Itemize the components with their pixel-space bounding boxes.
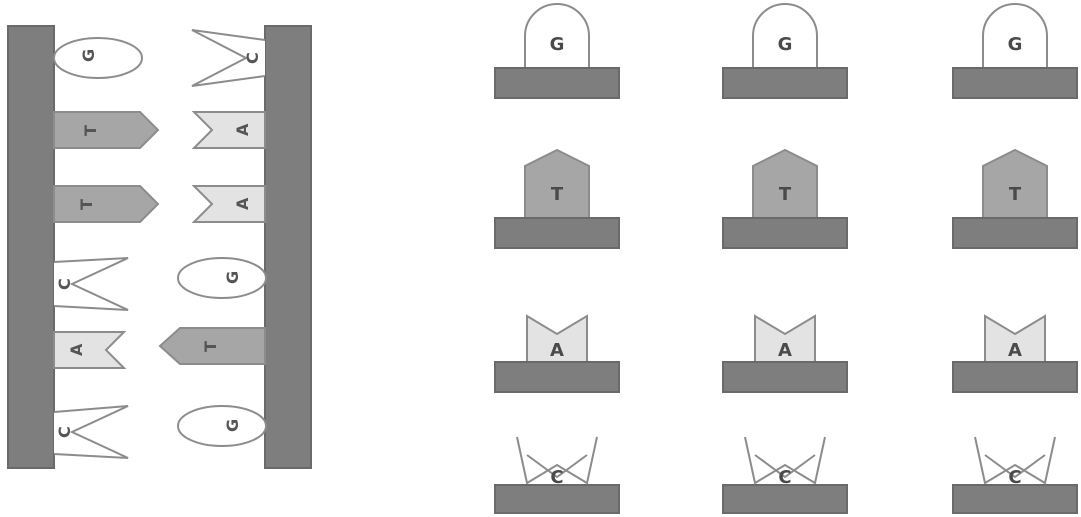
sugar-backbone-block [953, 362, 1077, 392]
sugar-backbone-block [495, 68, 619, 98]
nucleotide-t: T [495, 150, 619, 248]
sugar-backbone-block [953, 68, 1077, 98]
duplex-pair-1: G C [54, 30, 265, 86]
base-label: G [1008, 34, 1023, 55]
nucleotide-a: A [723, 316, 847, 392]
left-base-t [54, 186, 158, 222]
duplex-pair-6: C G [54, 406, 266, 458]
nucleotide-a: A [495, 316, 619, 392]
duplex-pair-4: C G [54, 258, 266, 310]
nucleotide-g: G [953, 4, 1077, 98]
sugar-backbone-block [953, 485, 1077, 513]
sugar-backbone-block [723, 362, 847, 392]
right-base-a [194, 112, 265, 148]
duplex-pair-5: A T [54, 328, 265, 368]
right-base-g [178, 258, 266, 298]
right-base-a [194, 186, 265, 222]
nucleotide-c: C [953, 437, 1077, 513]
base-label: T [551, 184, 564, 205]
left-base-a [54, 332, 124, 368]
left-base-a-label: A [67, 343, 86, 356]
left-base-t-label: T [77, 199, 96, 210]
right-base-a-label: A [233, 123, 252, 136]
right-base-t-label: T [201, 341, 220, 352]
base-label: A [550, 340, 564, 361]
nucleotide-g: G [723, 4, 847, 98]
right-base-a-label: A [233, 197, 252, 210]
sugar-backbone-block [723, 218, 847, 248]
left-base-c-label: C [55, 426, 74, 438]
base-label: C [778, 467, 791, 488]
right-backbone [265, 26, 311, 468]
dna-duplex: G C T A T A C G A T [8, 26, 311, 468]
base-label: A [778, 340, 792, 361]
left-base-g [54, 38, 142, 78]
sugar-backbone-block [723, 68, 847, 98]
sugar-backbone-block [495, 485, 619, 513]
left-base-t [54, 112, 158, 148]
base-label: A [1008, 340, 1022, 361]
base-label: G [550, 34, 565, 55]
base-label: C [550, 467, 563, 488]
right-base-g [178, 406, 266, 446]
left-base-t-label: T [81, 125, 100, 136]
left-base-c-label: C [55, 278, 74, 290]
duplex-pair-2: T A [54, 112, 265, 148]
base-label: T [779, 184, 792, 205]
base-label: T [1009, 184, 1022, 205]
sugar-backbone-block [495, 362, 619, 392]
nucleotide-a: A [953, 316, 1077, 392]
base-label: C [1008, 467, 1021, 488]
nucleotide-g: G [495, 4, 619, 98]
duplex-pair-3: T A [54, 186, 265, 222]
sugar-backbone-block [495, 218, 619, 248]
sugar-backbone-block [723, 485, 847, 513]
nucleotide-c: C [723, 437, 847, 513]
nucleotide-grid: G G G T T T A A A C C C [495, 4, 1077, 513]
nucleotide-c: C [495, 437, 619, 513]
right-base-g-label: G [223, 419, 242, 432]
left-base-g-label: G [79, 49, 98, 62]
nucleotide-t: T [953, 150, 1077, 248]
sugar-backbone-block [953, 218, 1077, 248]
right-base-c-label: C [243, 52, 262, 64]
right-base-g-label: G [223, 271, 242, 284]
left-backbone [8, 26, 54, 468]
nucleotide-t: T [723, 150, 847, 248]
base-label: G [778, 34, 793, 55]
